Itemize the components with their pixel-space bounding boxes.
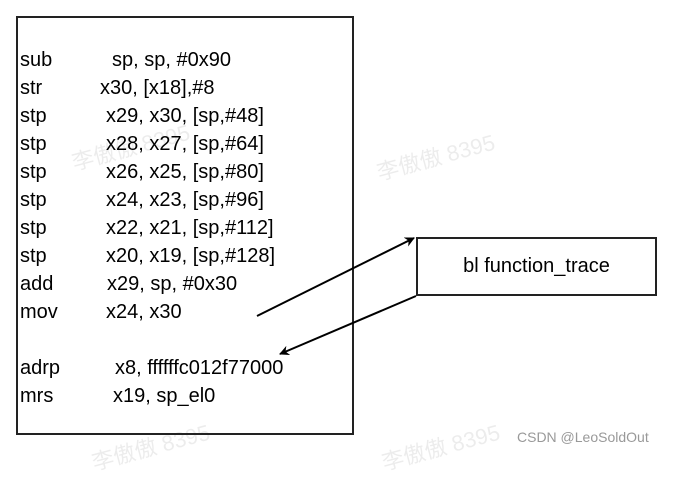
function-trace-box: bl function_trace [416, 237, 657, 296]
operands: x8, ffffffc012f77000 [115, 357, 284, 379]
operands: x24, x30 [106, 301, 182, 323]
operands: x24, x23, [sp,#96] [106, 189, 264, 211]
opcode: sub [20, 49, 53, 71]
operands: x29, sp, #0x30 [107, 273, 238, 295]
opcode: str [20, 77, 43, 99]
operands: x26, x25, [sp,#80] [106, 161, 264, 183]
opcode: mrs [20, 385, 54, 407]
operands: x30, [x18],#8 [100, 77, 215, 99]
opcode: stp [20, 245, 47, 267]
operands: x19, sp_el0 [113, 385, 216, 407]
operands: x28, x27, [sp,#64] [106, 133, 264, 155]
opcode: stp [20, 217, 47, 239]
operands: x20, x19, [sp,#128] [106, 245, 276, 267]
call-arrow [256, 237, 415, 317]
return-arrow [279, 295, 417, 356]
function-trace-label: bl function_trace [463, 255, 610, 277]
opcode: stp [20, 133, 47, 155]
opcode: stp [20, 105, 47, 127]
credit-text: CSDN @LeoSoldOut [517, 429, 649, 445]
assembly-code-box [16, 16, 354, 435]
operands: x22, x21, [sp,#112] [106, 217, 274, 239]
opcode: stp [20, 189, 47, 211]
arrows-layer [256, 237, 417, 356]
opcode: stp [20, 161, 47, 183]
opcode: adrp [20, 357, 61, 379]
opcode: mov [20, 301, 58, 323]
opcode: add [20, 273, 54, 295]
operands: sp, sp, #0x90 [112, 49, 231, 71]
operands: x29, x30, [sp,#48] [106, 105, 264, 127]
